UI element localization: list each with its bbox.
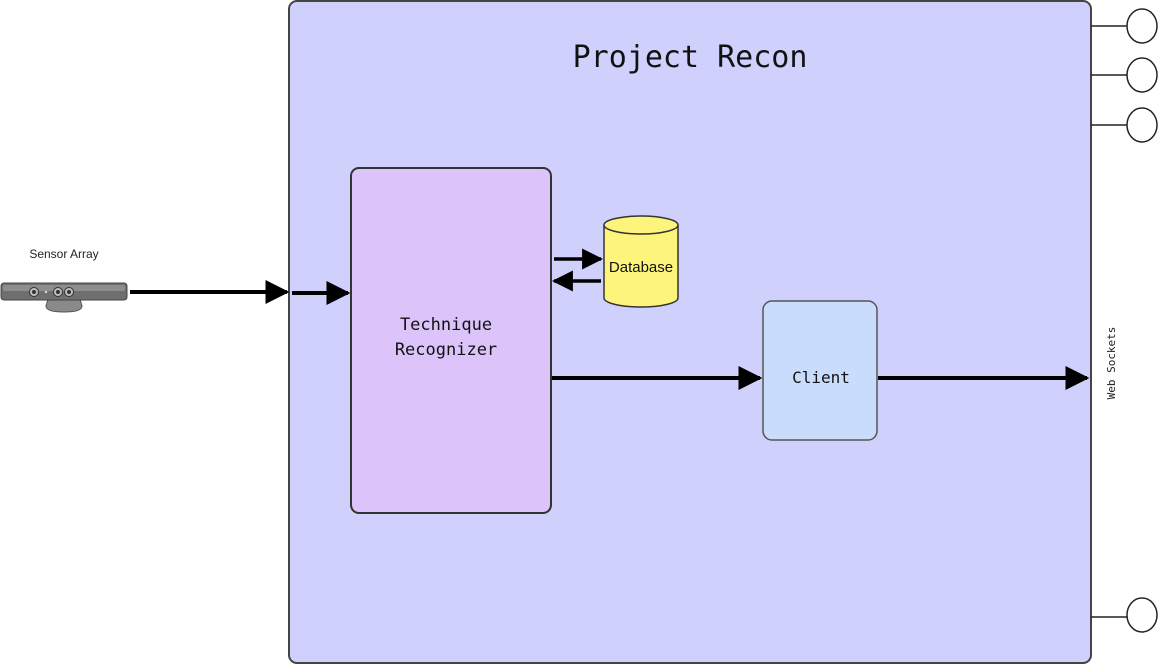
- client-box: [762, 300, 878, 441]
- recognizer-label-line1: Technique: [400, 315, 492, 335]
- sensor-array-label: Sensor Array: [29, 247, 98, 261]
- port-circle-icon: [1126, 597, 1158, 633]
- port-circle-icon: [1126, 57, 1158, 93]
- technique-recognizer-box: [350, 167, 552, 514]
- client-label: Client: [792, 368, 850, 387]
- sensor-device-icon: [0, 282, 128, 313]
- port-group-3: [1091, 107, 1158, 143]
- port-group-2: [1091, 57, 1158, 93]
- port-group-4: [1091, 597, 1158, 633]
- port-circle-icon: [1126, 107, 1158, 143]
- recognizer-label-line2: Recognizer: [395, 340, 497, 360]
- web-sockets-label: Web Sockets: [1105, 327, 1118, 400]
- database-label: Database: [609, 259, 673, 276]
- port-circle-icon: [1126, 8, 1158, 44]
- port-group-1: [1091, 8, 1158, 44]
- database-cylinder-icon: [603, 215, 679, 308]
- project-title: Project Recon: [573, 40, 808, 75]
